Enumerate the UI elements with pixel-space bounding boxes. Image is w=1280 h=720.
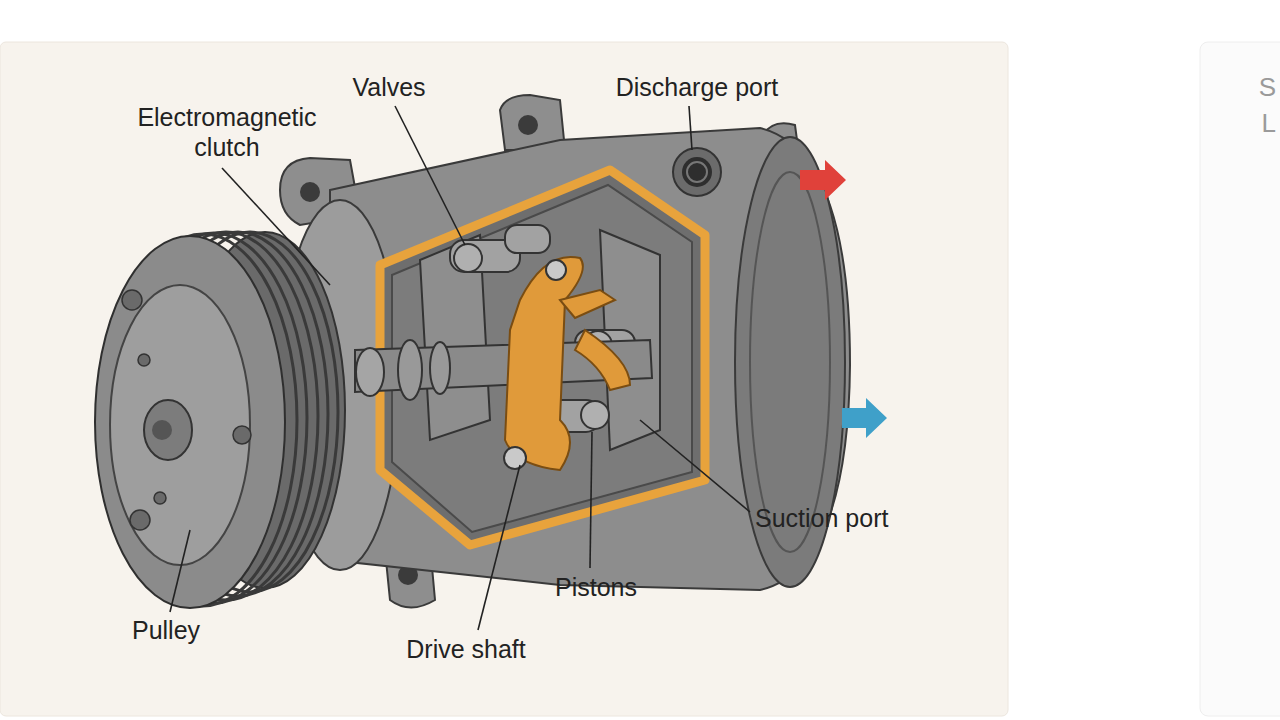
part-label: Pistons [555, 572, 637, 602]
part-label: Electromagnetic clutch [117, 102, 337, 162]
part-label: Valves [352, 72, 425, 102]
part-label: Pulley [132, 615, 200, 645]
clipped-text: S [1259, 72, 1276, 102]
part-label: Discharge port [616, 72, 779, 102]
part-label: Suction port [755, 503, 888, 533]
clipped-text: L [1262, 108, 1276, 138]
part-label: Drive shaft [406, 634, 525, 664]
